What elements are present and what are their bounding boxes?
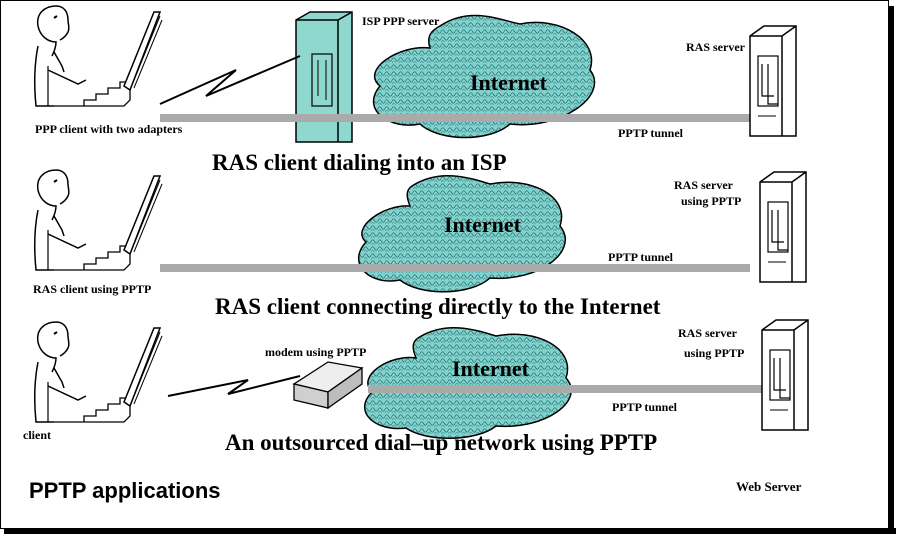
ras-server-icon	[759, 171, 807, 283]
client-label: client	[23, 428, 51, 442]
internet-cloud-label: Internet	[452, 356, 529, 381]
isp-server-icon	[295, 11, 353, 143]
pptp-tunnel-bar	[160, 264, 750, 272]
tunnel-label: PPTP tunnel	[618, 126, 684, 140]
ras-server-label: RAS server	[686, 40, 745, 54]
modem-icon	[292, 361, 364, 410]
dialup-link-icon	[159, 55, 301, 105]
dialup-link-icon	[167, 375, 301, 397]
pptp-tunnel-bar	[160, 114, 750, 122]
ras-server-label: RAS server	[674, 178, 733, 192]
frame-shadow-bottom	[4, 528, 896, 534]
scenario-caption: RAS client connecting directly to the In…	[215, 294, 661, 319]
internet-cloud-icon	[358, 175, 566, 293]
web-server-label: Web Server	[736, 479, 802, 494]
tunnel-label: PPTP tunnel	[612, 400, 678, 414]
scenario-caption: An outsourced dial–up network using PPTP	[225, 430, 658, 455]
pptp-tunnel-bar	[368, 385, 762, 393]
ras-server-label: using PPTP	[684, 346, 745, 360]
internet-cloud-icon	[364, 327, 572, 439]
ras-server-label: RAS server	[678, 326, 737, 340]
diagram-title: PPTP applications	[29, 478, 221, 503]
frame-shadow-right	[888, 6, 894, 534]
ras-server-label: using PPTP	[681, 194, 742, 208]
client-label: PPP client with two adapters	[35, 122, 183, 136]
internet-cloud-icon	[372, 14, 596, 139]
internet-cloud-label: Internet	[470, 70, 547, 95]
ras-server-icon	[761, 319, 809, 431]
tunnel-label: PPTP tunnel	[608, 250, 674, 264]
scenario-caption: RAS client dialing into an ISP	[212, 150, 507, 175]
client-label: RAS client using PPTP	[33, 282, 152, 296]
ras-server-icon	[749, 25, 797, 137]
modem-label: modem using PPTP	[265, 345, 367, 359]
isp-server-label: ISP PPP server	[362, 14, 440, 28]
internet-cloud-label: Internet	[444, 212, 521, 237]
